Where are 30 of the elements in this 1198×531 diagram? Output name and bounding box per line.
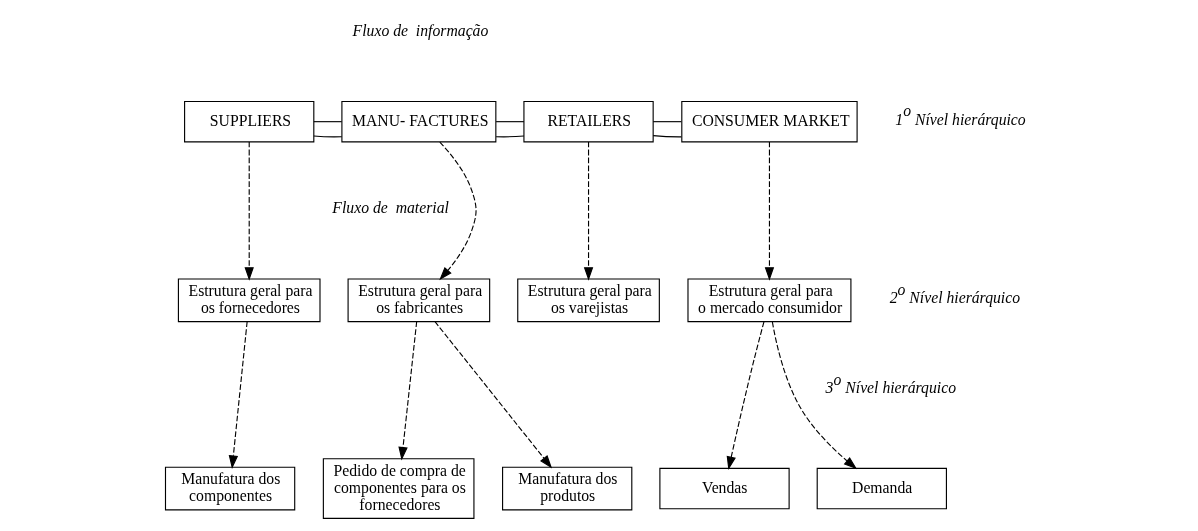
node-box: MANU- FACTURES xyxy=(340,100,496,143)
connector xyxy=(495,135,524,138)
connector xyxy=(495,121,524,123)
node-box: Manufatura dos componentes xyxy=(164,466,295,511)
node-box: Pedido de compra de componentes para os fornecedores xyxy=(322,458,474,519)
label: Fluxo de material xyxy=(331,199,449,217)
connector xyxy=(312,135,342,138)
arrow xyxy=(397,321,417,461)
node-box: CONSUMER MARKET xyxy=(680,100,858,143)
arrow xyxy=(438,141,477,281)
connector xyxy=(652,121,682,123)
arrow xyxy=(764,141,774,281)
node-box: Demanda xyxy=(816,467,947,510)
arrow xyxy=(726,321,764,470)
arrow xyxy=(244,141,254,281)
node-box: Estrutura geral para os varejistas xyxy=(516,278,660,323)
node-box: Estrutura geral para o mercado consumidor xyxy=(686,278,851,323)
connector xyxy=(312,121,342,123)
label: Fluxo de informação xyxy=(352,21,488,39)
node-box: Estrutura geral para os fabricantes xyxy=(347,278,490,323)
arrow xyxy=(583,141,593,281)
node-box: Estrutura geral para os fornecedores xyxy=(177,278,321,323)
node-box: RETAILERS xyxy=(522,100,654,143)
arrow xyxy=(228,321,248,469)
node-box: Manufatura dos produtos xyxy=(501,466,632,511)
arrow xyxy=(771,321,857,470)
node-box: SUPPLIERS xyxy=(183,100,314,143)
connector xyxy=(652,135,682,138)
arrow xyxy=(433,321,552,469)
node-box: Vendas xyxy=(658,467,790,510)
